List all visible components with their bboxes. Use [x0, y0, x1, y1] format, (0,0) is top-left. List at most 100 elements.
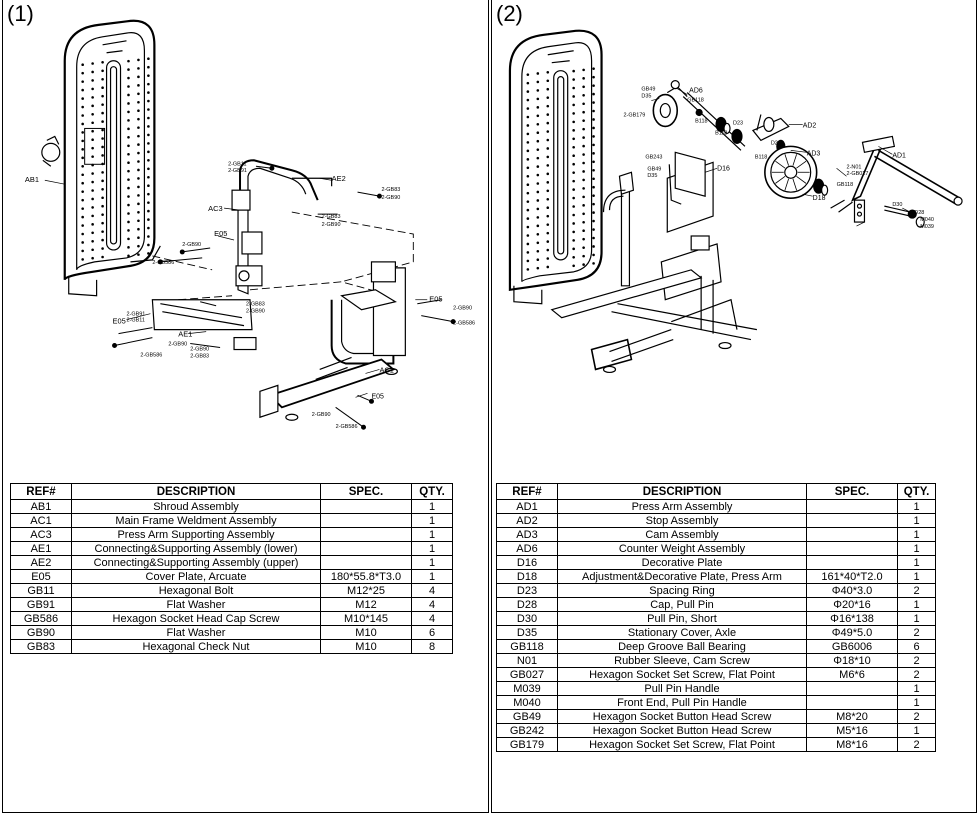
pegboard-hole	[536, 72, 540, 75]
cell-description: Flat Washer	[71, 625, 321, 640]
callout-label: 2-N01	[847, 164, 862, 170]
pegboard-hole	[137, 109, 140, 113]
pegboard-hole	[572, 230, 575, 234]
cell-spec: M10	[320, 625, 412, 640]
pegboard-hole	[127, 237, 130, 241]
pegboard-hole	[81, 207, 84, 210]
cell-spec	[320, 499, 412, 514]
callout-label: GB118	[687, 98, 704, 104]
column-header-ref: REF#	[10, 483, 72, 500]
cell-spec: 180*55.8*T3.0	[320, 569, 412, 584]
cell-spec	[806, 681, 898, 696]
cell-description: Main Frame Weldment Assembly	[71, 513, 321, 528]
pegboard-hole	[582, 144, 585, 148]
pegboard-hole	[546, 121, 550, 125]
pegboard-hole	[592, 143, 595, 147]
table-header-row: REF# DESCRIPTION SPEC. QTY.	[10, 483, 453, 500]
cell-description: Press Arm Assembly	[557, 499, 807, 514]
cell-qty: 1	[897, 723, 936, 738]
pegboard-hole	[101, 137, 104, 140]
cell-qty: 1	[897, 541, 936, 556]
pegboard-hole	[536, 233, 540, 236]
pegboard-hole	[582, 170, 585, 173]
pegboard-hole	[592, 152, 595, 155]
cell-description: Deep Groove Ball Bearing	[557, 639, 807, 654]
pegboard-hole	[546, 79, 550, 83]
pegboard-hole	[101, 247, 104, 250]
cell-qty: 1	[411, 499, 453, 514]
cell-qty: 2	[897, 737, 936, 752]
pegboard-hole	[526, 132, 530, 136]
cell-description: Flat Washer	[71, 597, 321, 612]
pegboard-hole	[592, 92, 595, 96]
pegboard-hole	[147, 175, 150, 179]
cell-qty: 4	[411, 611, 453, 626]
pegboard-hole	[582, 102, 585, 106]
pegboard-hole	[127, 161, 130, 164]
callout-label: D18	[813, 195, 826, 202]
pegboard-hole	[91, 206, 94, 209]
pegboard-hole	[91, 96, 94, 99]
pegboard-hole	[536, 106, 540, 109]
callout-label: 2-GB11	[228, 161, 246, 167]
pegboard-hole	[546, 70, 550, 74]
pegboard-hole	[101, 221, 104, 225]
pegboard-hole	[81, 215, 84, 219]
callout-label: AD1	[892, 152, 906, 159]
callout-label: M040	[920, 217, 934, 223]
pegboard-hole	[592, 160, 595, 164]
pegboard-hole	[137, 210, 140, 214]
pegboard-hole	[147, 209, 150, 213]
pegboard-hole	[137, 168, 140, 172]
callout-label: 2-GB586	[453, 321, 475, 327]
pegboard-hole	[546, 87, 550, 91]
pegboard-hole	[582, 195, 585, 199]
pegboard-hole	[137, 227, 140, 231]
pegboard-hole	[137, 58, 140, 62]
panel-2-label: (2)	[496, 1, 523, 26]
pegboard-hole	[592, 101, 595, 104]
pegboard-hole	[592, 202, 595, 206]
pegboard-hole	[536, 114, 540, 118]
pegboard-hole	[101, 69, 104, 73]
cell-qty: 1	[897, 597, 936, 612]
pegboard-hole	[137, 92, 140, 96]
callout-label: AE1	[178, 330, 192, 339]
pegboard-hole	[81, 114, 84, 117]
pegboard-hole	[572, 247, 575, 251]
pegboard-hole	[91, 104, 94, 108]
pegboard-hole	[147, 74, 150, 77]
cell-spec	[806, 541, 898, 556]
pegboard-hole	[526, 98, 530, 102]
cell-qty: 1	[411, 527, 453, 542]
callout-label: GB49	[641, 87, 655, 93]
pegboard-hole	[127, 212, 130, 215]
cell-description: Cover Plate, Arcuate	[71, 569, 321, 584]
pegboard-hole	[147, 133, 150, 137]
pegboard-hole	[137, 151, 140, 155]
cell-spec	[320, 541, 412, 556]
cell-qty: 2	[897, 653, 936, 668]
callout-label: AD6	[689, 88, 703, 95]
pegboard-hole	[101, 77, 104, 81]
pegboard-hole	[592, 228, 595, 231]
cell-description: Shroud Assembly	[71, 499, 321, 514]
callout-label: 2-GB586	[140, 352, 162, 358]
cell-ref: D35	[496, 625, 558, 640]
pegboard-hole	[526, 166, 530, 170]
pegboard-hole	[101, 111, 104, 115]
pegboard-hole	[546, 231, 550, 235]
pegboard-hole	[127, 76, 130, 80]
pegboard-hole	[127, 102, 130, 105]
cell-ref: M040	[496, 695, 558, 710]
cell-ref: D18	[496, 569, 558, 584]
column-header-spec: SPEC.	[806, 483, 898, 500]
pegboard-hole	[526, 149, 530, 153]
cell-ref: GB118	[496, 639, 558, 654]
